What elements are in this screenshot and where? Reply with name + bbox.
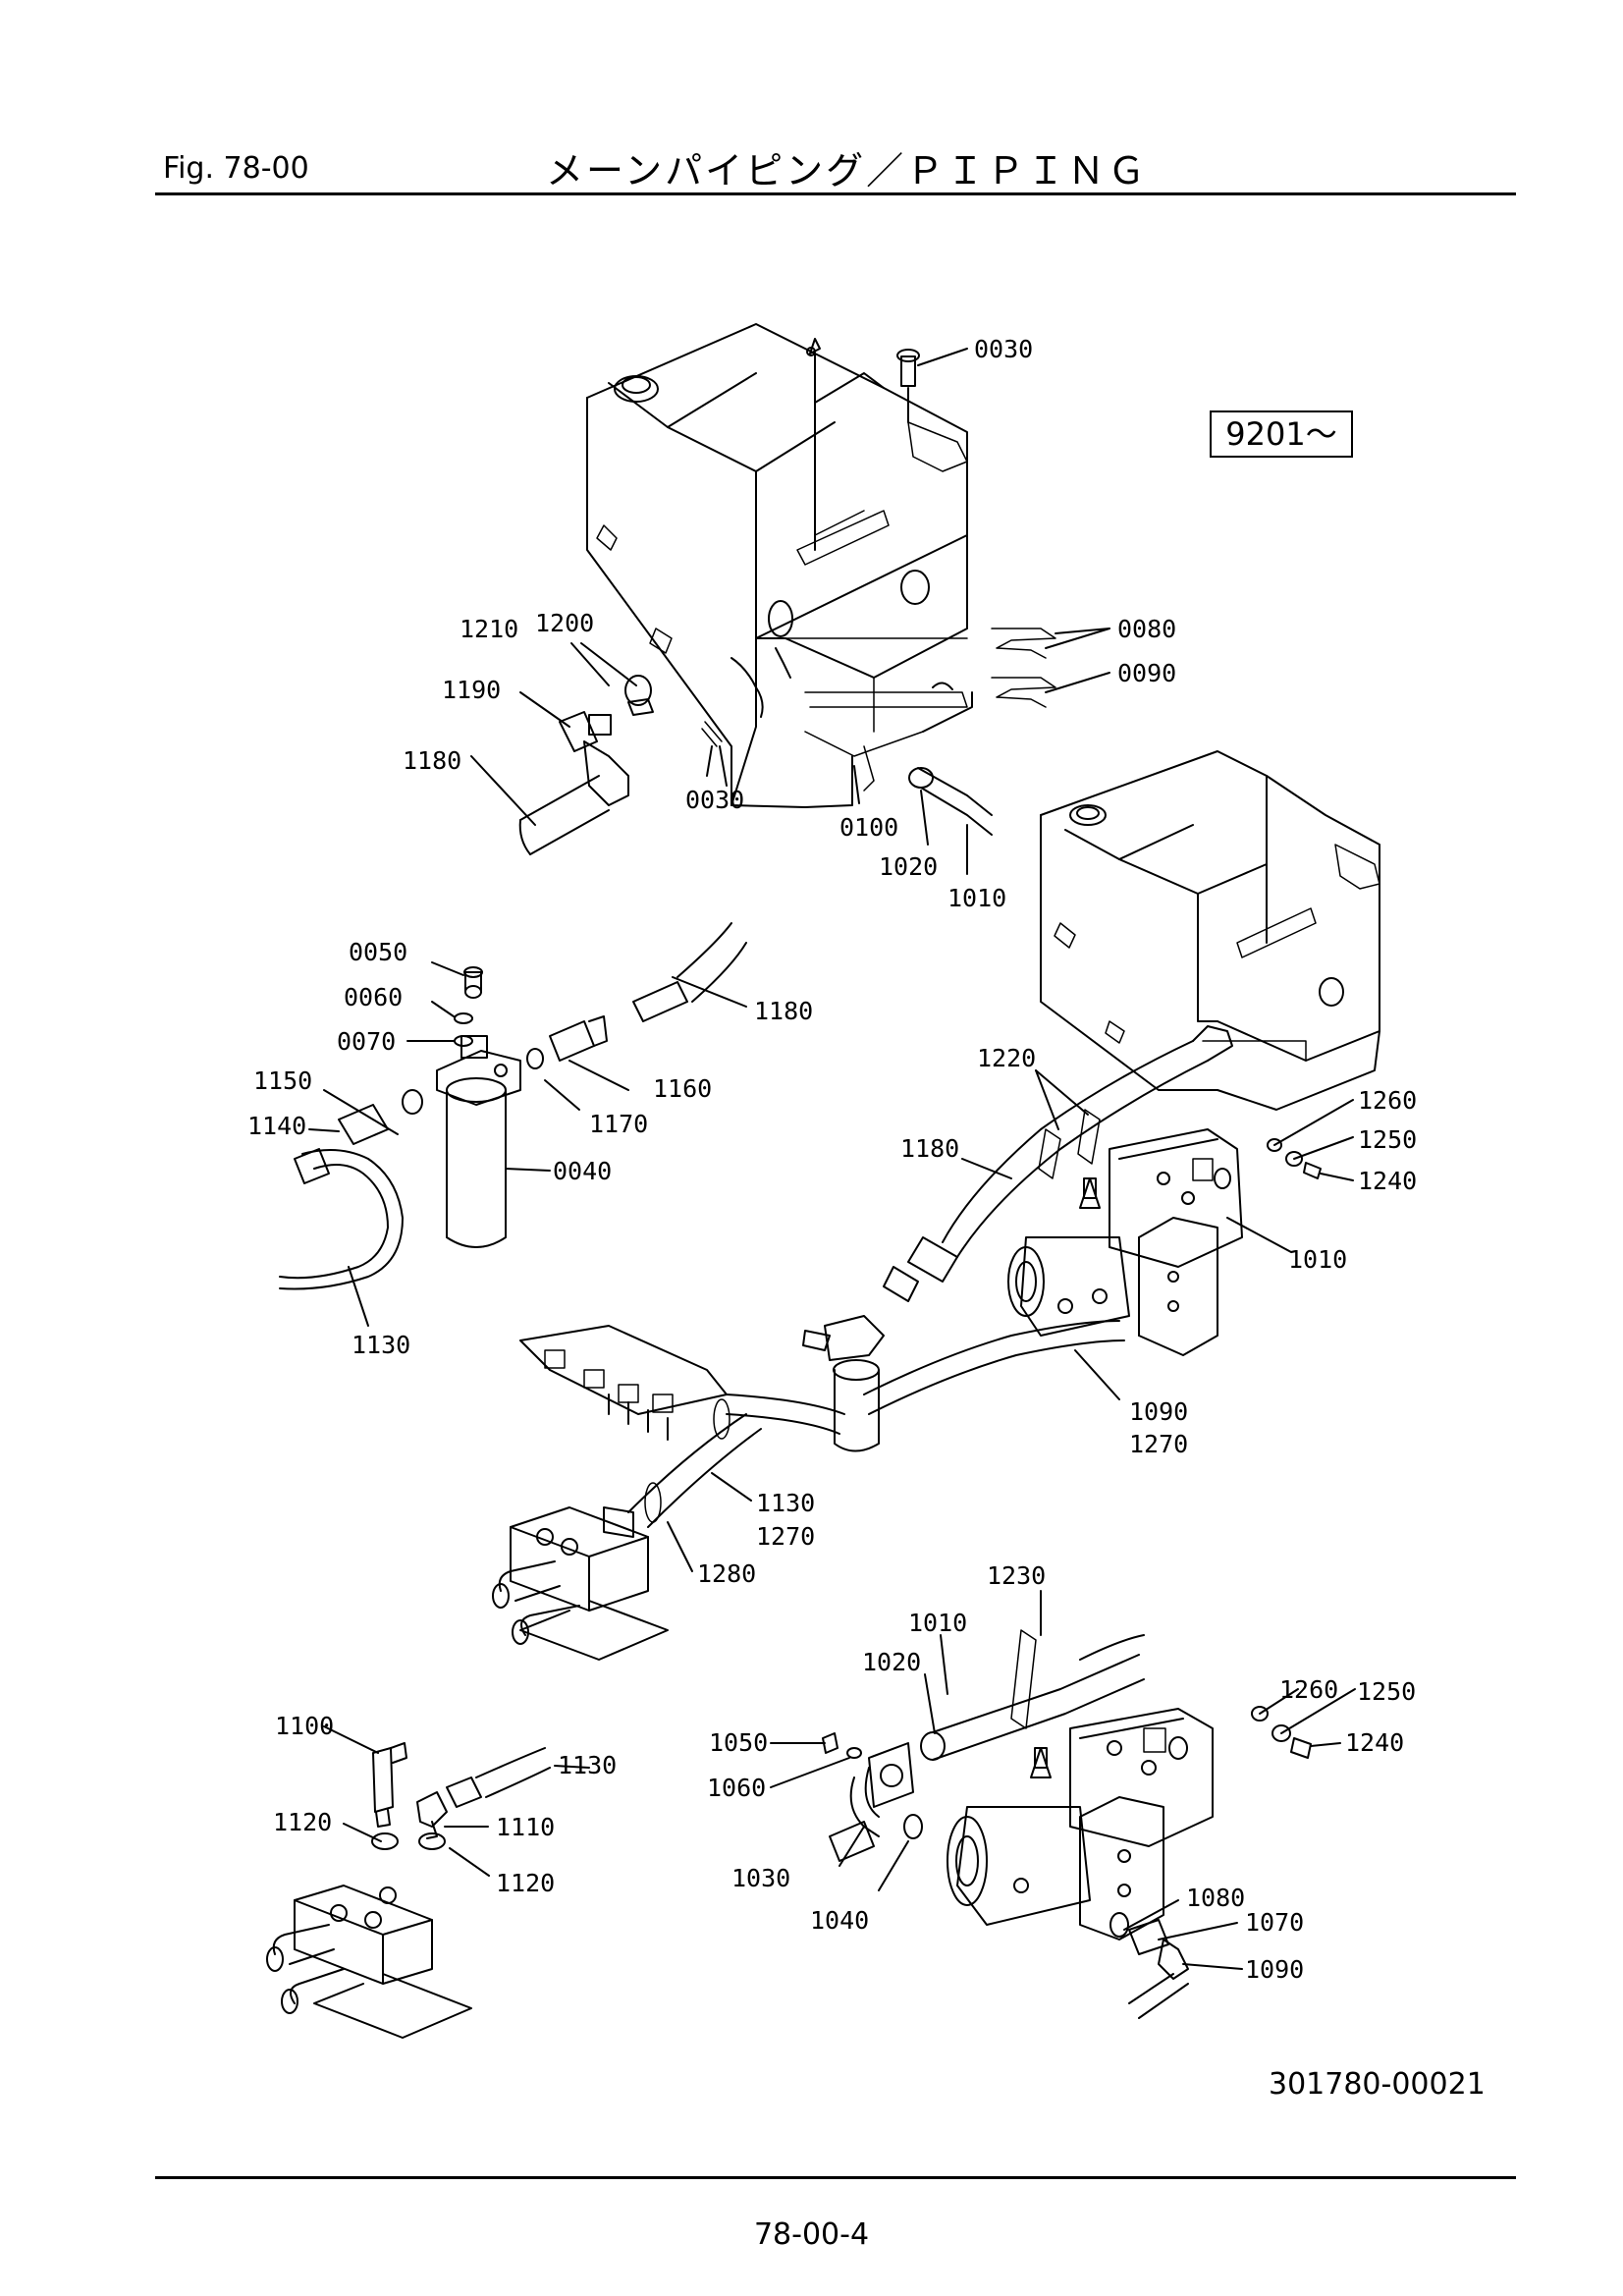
- part-label: 1020: [862, 1648, 922, 1676]
- part-label: 1180: [900, 1134, 960, 1163]
- part-label: 1070: [1245, 1908, 1305, 1937]
- part-label: 1240: [1358, 1167, 1418, 1195]
- shims-0080-0090: [991, 628, 1056, 708]
- part-label: 0040: [553, 1157, 613, 1185]
- part-label: 1180: [754, 997, 814, 1025]
- part-label: 1020: [879, 852, 939, 881]
- part-label: 0030: [974, 335, 1034, 363]
- part-label: 0030: [685, 786, 745, 814]
- part-label: 1130: [352, 1331, 411, 1359]
- part-label: 1010: [908, 1609, 968, 1637]
- part-label: 1170: [589, 1110, 649, 1138]
- part-label: 1040: [810, 1906, 870, 1935]
- part-label: 1150: [253, 1066, 313, 1095]
- control-valve-middle: [492, 1506, 669, 1661]
- part-label: 0050: [349, 938, 408, 966]
- part-label: 1010: [1288, 1245, 1348, 1274]
- part-label: 1220: [977, 1044, 1037, 1072]
- part-label: 1120: [496, 1869, 556, 1897]
- part-label: 1270: [756, 1522, 816, 1551]
- hydraulic-tank-lower: [1040, 750, 1380, 1111]
- part-label: 1250: [1358, 1125, 1418, 1154]
- fittings-upper-left: [518, 675, 728, 855]
- fittings-1100-1110: [371, 1742, 551, 1850]
- washers-bolt-middle: [1267, 1138, 1322, 1179]
- part-label: 1200: [535, 609, 595, 637]
- valve-bank: [519, 1325, 728, 1441]
- part-label: 0090: [1117, 659, 1177, 687]
- header-rule: [155, 192, 1516, 195]
- part-label: 1130: [756, 1489, 816, 1517]
- part-label: 0080: [1117, 615, 1177, 643]
- filter-assembly-0040: [436, 966, 521, 1248]
- part-label: 1260: [1358, 1086, 1418, 1115]
- pipe-1010-1020-lower: [920, 1629, 1145, 1761]
- page-number: 78-00-4: [753, 2217, 870, 2252]
- pipe-1020-1010: [863, 745, 993, 836]
- figure-number: Fig. 78-00: [163, 151, 309, 186]
- part-label: 1280: [697, 1559, 757, 1588]
- part-label: 0100: [839, 813, 899, 842]
- part-label: 1160: [653, 1074, 713, 1103]
- bolt-0030-top: [896, 349, 920, 423]
- part-label: 1050: [709, 1728, 769, 1757]
- line-filter-middle: [802, 1315, 885, 1452]
- hose-1090-middle: [863, 1320, 1125, 1415]
- part-label: 1140: [247, 1112, 307, 1140]
- pump-assembly-middle: [1007, 1128, 1243, 1356]
- part-label: 1250: [1357, 1677, 1417, 1706]
- part-label: 1030: [731, 1864, 791, 1892]
- washers-bolt-lower: [1251, 1706, 1312, 1759]
- valve-lower-left: [266, 1885, 472, 2039]
- fittings-1160-1170: [526, 922, 747, 1069]
- part-label: 1190: [442, 676, 502, 704]
- fittings-1140-1150: [279, 1089, 423, 1290]
- leader-lines: [308, 348, 1356, 1970]
- page-title: メーンパイピング／ＰＩＰＩＮＧ: [546, 149, 1149, 192]
- serial-range-box: 9201～: [1210, 410, 1353, 458]
- part-label: 1060: [707, 1774, 767, 1802]
- part-label: 1100: [275, 1712, 335, 1740]
- part-label: 1110: [496, 1813, 556, 1841]
- hose-1180-middle: [883, 1025, 1233, 1302]
- pump-assembly-lower: [947, 1708, 1214, 1941]
- part-label: 0070: [337, 1027, 397, 1056]
- part-label: 1090: [1129, 1397, 1189, 1426]
- part-label: 1240: [1345, 1728, 1405, 1757]
- part-label: 1230: [987, 1561, 1047, 1590]
- part-label: 1010: [947, 884, 1007, 912]
- part-label: 1080: [1186, 1884, 1246, 1912]
- part-label: 1260: [1279, 1675, 1339, 1704]
- hose-1130-1280-middle: [603, 1394, 845, 1538]
- part-label: 1210: [460, 615, 519, 643]
- footer-rule: [155, 2176, 1516, 2179]
- fittings-1070-1080-1090: [1109, 1912, 1189, 2019]
- part-label: 0060: [344, 983, 404, 1011]
- part-label: 1270: [1129, 1430, 1189, 1458]
- hydraulic-tank-upper: [586, 323, 973, 808]
- part-label: 1130: [558, 1751, 618, 1779]
- part-label: 1120: [273, 1808, 333, 1836]
- part-label: 1180: [403, 746, 462, 775]
- part-label: 1090: [1245, 1955, 1305, 1984]
- drawing-number: 301780-00021: [1269, 2067, 1486, 2102]
- bracket-1220: [1038, 1109, 1101, 1179]
